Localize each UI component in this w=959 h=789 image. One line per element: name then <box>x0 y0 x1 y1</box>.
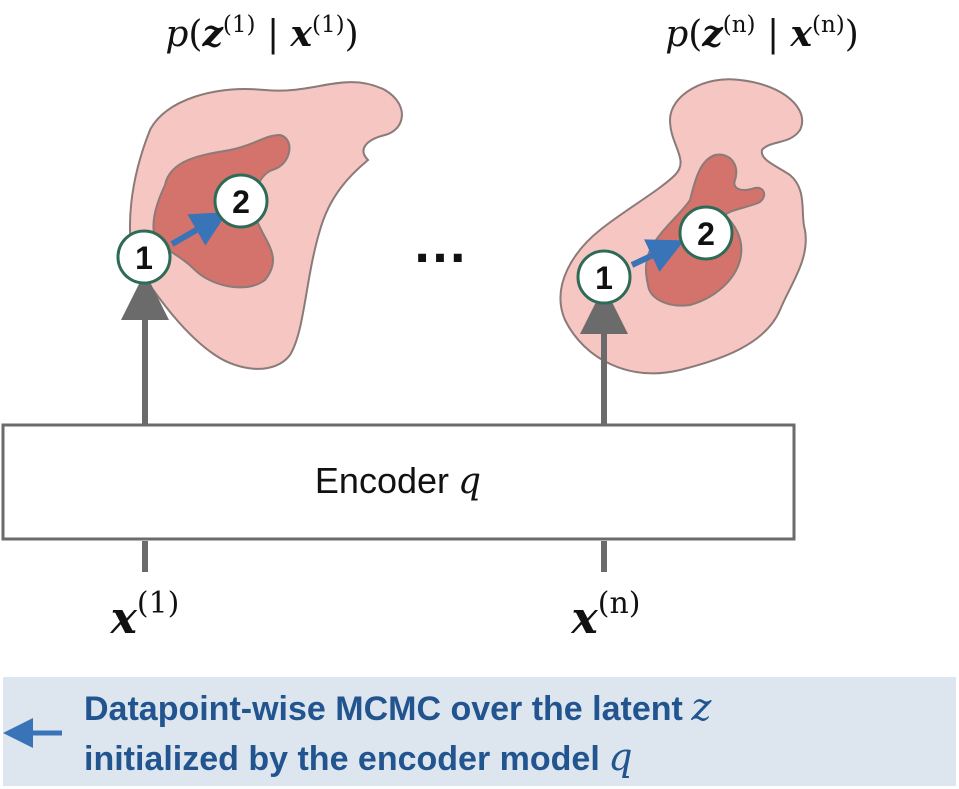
step-node-1-first: 1 <box>116 229 172 285</box>
svg-text:1: 1 <box>135 240 153 276</box>
ellipsis: … <box>412 211 468 274</box>
encoder-box: Encoder q <box>1 423 796 541</box>
legend-panel: Datapoint-wise MCMC over the latent z in… <box>2 677 956 786</box>
svg-text:2: 2 <box>232 184 250 220</box>
mcmc-step-arrow-1 <box>170 212 228 247</box>
posterior-label-n: p(z(n) | x(n)) <box>665 12 859 55</box>
mcmc-step-arrow-n <box>630 239 685 272</box>
posterior-label-1: p(z(1) | x(1)) <box>165 12 358 55</box>
legend-line-1: Datapoint-wise MCMC over the latent z <box>84 685 712 729</box>
input-label-n: x(n) <box>571 586 641 644</box>
input-label-1: x(1) <box>110 586 180 644</box>
step-node-1-second: 2 <box>213 173 269 229</box>
svg-text:1: 1 <box>595 260 613 296</box>
legend-line-2: initialized by the encoder model q <box>84 735 633 779</box>
step-node-n-second: 2 <box>678 205 734 261</box>
svg-text:2: 2 <box>697 216 715 252</box>
step-node-n-first: 1 <box>576 249 632 305</box>
encoder-label: Encoder q <box>315 460 481 502</box>
